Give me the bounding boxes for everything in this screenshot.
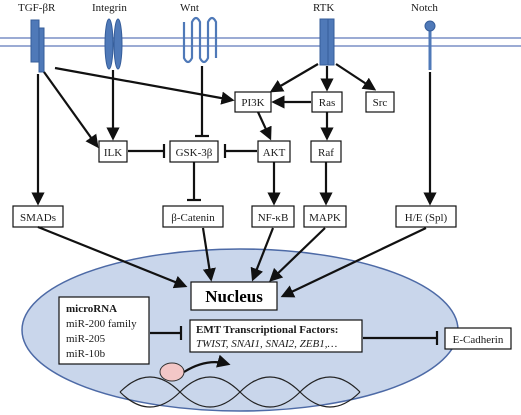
pi3k-to-akt-arrow: [257, 111, 272, 141]
smads-label: SMADs: [20, 212, 56, 224]
microrna-box: [58, 296, 150, 365]
he-box: [395, 205, 457, 228]
pi3k-label: PI3K: [241, 97, 264, 109]
nucleus-box: [190, 281, 278, 311]
integrin-receptor-shape: [104, 18, 123, 70]
src-box: [365, 91, 395, 113]
dna-strand: [119, 376, 361, 408]
akt-inhibits-gsk3b: [223, 144, 257, 158]
rtk-to-src-arrow: [335, 63, 377, 91]
tgfbr-to-ilk-arrow: [43, 71, 99, 149]
receptor-label-wnt: Wnt: [180, 2, 199, 14]
ilk-box: [98, 140, 128, 163]
microrna-inhibits-emt: [150, 326, 183, 340]
bcatenin-label: β-Catenin: [171, 212, 215, 224]
src-label: Src: [373, 97, 388, 109]
gsk3b-inhibits-bcatenin: [187, 162, 201, 202]
pi3k-box: [234, 91, 272, 113]
nucleolus-shape: [159, 362, 185, 382]
ecadherin-box: [444, 327, 512, 350]
nfkb-box: [251, 205, 295, 228]
mapk-box: [303, 205, 347, 228]
rtk-to-pi3k-arrow: [269, 63, 319, 93]
notch-receptor-shape: [424, 20, 436, 70]
ilk-inhibits-gsk3b: [128, 144, 166, 158]
bcatenin-to-nucleus-arrow: [201, 227, 216, 282]
smads-to-nucleus-arrow: [37, 225, 188, 289]
mapk-label: MAPK: [309, 212, 341, 224]
nucleus-label: Nucleus: [205, 287, 263, 306]
receptor-label-rtk: RTK: [313, 2, 334, 14]
mapk-to-nucleus-arrow: [269, 227, 326, 282]
cell-membrane: [0, 37, 521, 47]
nfkb-label: NF-κB: [258, 212, 289, 224]
wnt-receptor-shape: [182, 16, 218, 64]
microrna-title: microRNA: [66, 303, 117, 315]
bcatenin-box: [162, 205, 224, 228]
emt-factors-title: EMT Transcriptional Factors:: [196, 324, 338, 336]
gsk3b-label: GSK-3β: [176, 147, 213, 159]
ras-label: Ras: [319, 97, 336, 109]
nfkb-to-nucleus-arrow: [250, 227, 275, 282]
microrna-item: miR-10b: [66, 348, 106, 360]
emt-inhibits-ecadherin: [363, 331, 439, 345]
emt-factors-box: [189, 319, 363, 353]
raf-label: Raf: [318, 147, 334, 159]
ecadherin-label: E-Cadherin: [453, 334, 504, 346]
emt-factors-list: TWIST, SNAI1, SNAI2, ZEB1,…: [196, 338, 337, 350]
receptor-label-notch: Notch: [411, 2, 438, 14]
akt-label: AKT: [263, 147, 286, 159]
tgfbr-to-pi3k-arrow: [54, 66, 235, 105]
wnt-inhibits-gsk3b: [195, 66, 209, 138]
microrna-item: miR-200 family: [66, 318, 137, 330]
transcription-arrow: [183, 354, 231, 373]
receptor-label-integrin: Integrin: [92, 2, 127, 14]
he-label: H/E (Spl): [405, 212, 448, 224]
receptor-label-tgfbr: TGF-βR: [18, 2, 56, 14]
ilk-label: ILK: [104, 147, 122, 159]
rtk-receptor-shape: [319, 18, 335, 66]
microrna-item: miR-205: [66, 333, 106, 345]
tgfbr-receptor-shape: [30, 19, 45, 73]
he-to-nucleus-arrow: [280, 227, 427, 298]
